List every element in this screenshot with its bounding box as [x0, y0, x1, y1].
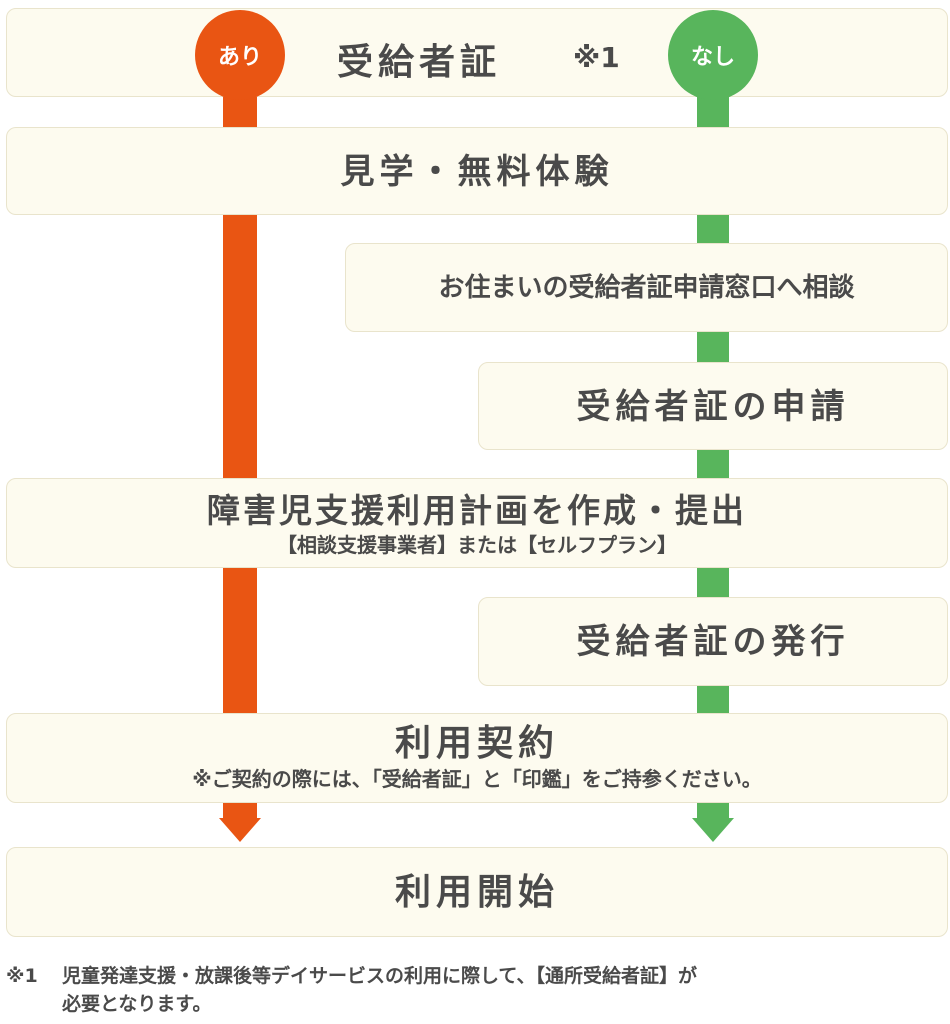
apply-title: 受給者証の申請: [576, 387, 850, 427]
plan-title: 障害児支援利用計画を作成・提出: [207, 491, 747, 530]
footnote-mark: ※1: [6, 965, 38, 987]
step-start: 利用開始: [6, 847, 948, 937]
start-title: 利用開始: [394, 872, 559, 913]
issue-title: 受給者証の発行: [576, 622, 850, 662]
yes-path-arrowhead: [219, 818, 261, 842]
footnote-line2: 必要となります。: [62, 993, 212, 1015]
no-path-arrowhead: [692, 818, 734, 842]
no-badge: なし: [668, 10, 758, 100]
step-tour: 見学・無料体験: [6, 127, 948, 215]
step-plan: 障害児支援利用計画を作成・提出 【相談支援事業者】または【セルフプラン】: [6, 478, 948, 568]
certificate-check-title: 受給者証: [337, 42, 502, 83]
contract-title: 利用契約: [394, 723, 559, 764]
step-contract: 利用契約 ※ご契約の際には、「受給者証」と「印鑑」をご持参ください。: [6, 713, 948, 803]
footnote: ※1 児童発達支援・放課後等デイサービスの利用に際して、【通所受給者証】が 必要…: [6, 962, 946, 1018]
certificate-check-note: ※1: [573, 41, 620, 74]
step-apply: 受給者証の申請: [478, 362, 948, 450]
step-issue: 受給者証の発行: [478, 597, 948, 686]
yes-badge: あり: [195, 10, 285, 100]
consult-title: お住まいの受給者証申請窓口へ相談: [438, 273, 855, 303]
contract-subtitle: ※ご契約の際には、「受給者証」と「印鑑」をご持参ください。: [192, 767, 762, 791]
footnote-line1: 児童発達支援・放課後等デイサービスの利用に際して、【通所受給者証】が: [62, 965, 697, 987]
tour-title: 見学・無料体験: [340, 152, 614, 192]
plan-subtitle: 【相談支援事業者】または【セルフプラン】: [277, 533, 677, 557]
step-certificate-check: 受給者証 ※1: [6, 8, 948, 97]
step-consult: お住まいの受給者証申請窓口へ相談: [345, 243, 948, 332]
